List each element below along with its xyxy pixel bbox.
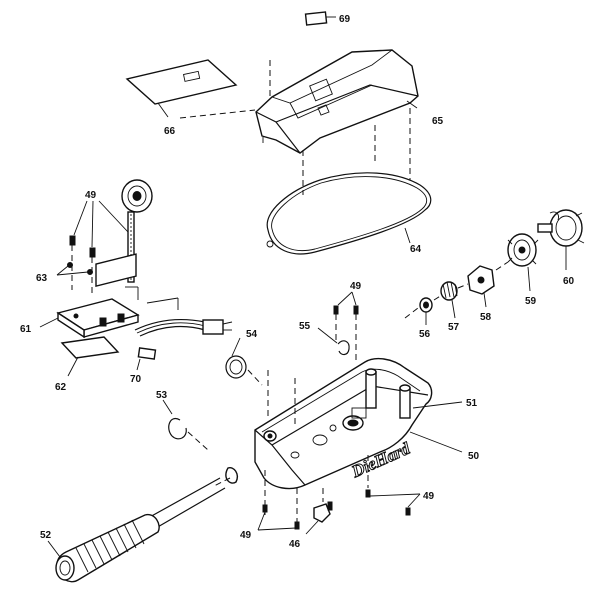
label-part-49-mid: 49 — [350, 281, 362, 292]
part-54-ring — [225, 337, 263, 386]
screws-49-lower — [257, 489, 421, 531]
label-part-50: 50 — [468, 451, 480, 462]
label-part-66: 66 — [164, 126, 176, 137]
part-65-top-cover — [255, 49, 419, 195]
motor-parts — [404, 209, 585, 325]
label-part-62: 62 — [55, 382, 67, 393]
part-69-cap — [304, 11, 336, 26]
screws-49-upper — [333, 291, 359, 360]
label-part-64: 64 — [410, 244, 422, 255]
label-part-60: 60 — [563, 276, 575, 287]
part-55-clip — [317, 327, 350, 356]
part-53-clip — [162, 399, 209, 451]
part-64-gasket — [266, 172, 432, 255]
part-52-handle — [47, 467, 238, 583]
label-part-55: 55 — [299, 321, 311, 332]
label-part-69: 69 — [339, 14, 351, 25]
label-part-61: 61 — [20, 324, 32, 335]
label-part-63: 63 — [36, 273, 48, 284]
label-part-54: 54 — [246, 329, 258, 340]
label-part-56: 56 — [419, 329, 431, 340]
part-62-pad — [60, 336, 120, 377]
label-part-52: 52 — [40, 530, 52, 541]
label-part-46: 46 — [289, 539, 301, 550]
label-part-65: 65 — [432, 116, 444, 127]
label-part-53: 53 — [156, 390, 168, 401]
label-part-49-bottom-left: 49 — [240, 530, 252, 541]
label-part-49-bottom-right: 49 — [423, 491, 435, 502]
label-part-59: 59 — [525, 296, 537, 307]
part-46-bracket — [305, 501, 333, 535]
switch-assembly — [39, 179, 153, 339]
label-part-57: 57 — [448, 322, 460, 333]
label-part-49-top: 49 — [85, 190, 97, 201]
wire-harness — [134, 297, 233, 337]
label-part-51: 51 — [466, 398, 478, 409]
part-66-plate — [125, 59, 256, 119]
label-part-58: 58 — [480, 312, 492, 323]
part-70-clip — [136, 347, 157, 371]
label-part-70: 70 — [130, 374, 142, 385]
